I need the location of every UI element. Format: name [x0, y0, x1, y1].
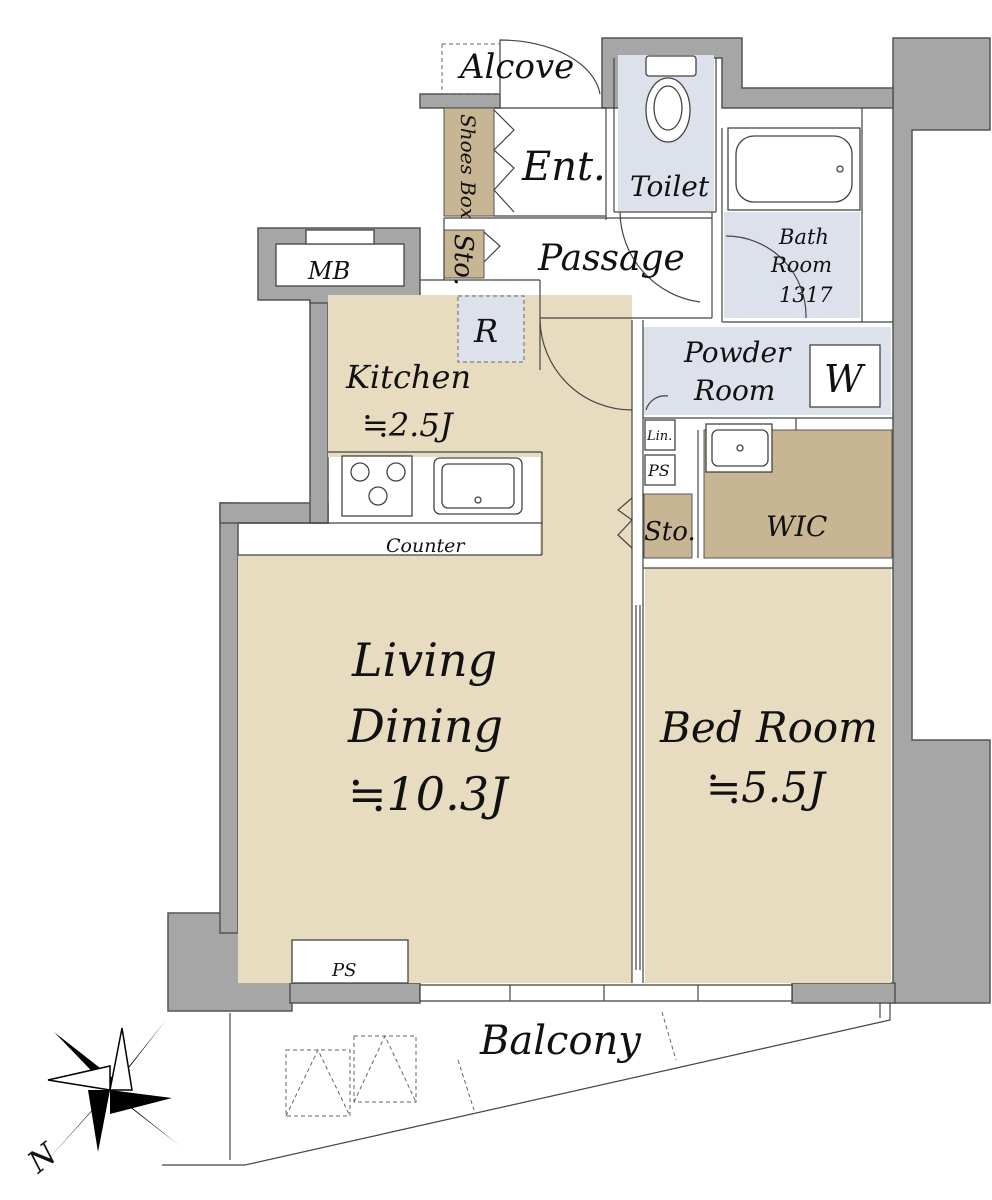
compass-north-label: N	[21, 1136, 65, 1181]
label-bed-room: Bed Room	[659, 703, 878, 752]
label-storage-passage: Sto.	[448, 234, 478, 286]
label-refrigerator: R	[473, 312, 498, 350]
label-living-dining-line2: Dining	[347, 699, 503, 753]
label-wic: WIC	[766, 510, 827, 543]
label-linen: Lin.	[646, 429, 672, 444]
label-kitchen-size: ≒2.5J	[362, 406, 455, 444]
label-mb: MB	[307, 257, 350, 285]
label-pipe-space-upper: PS	[647, 461, 670, 480]
ac-units	[285, 1011, 677, 1117]
label-bath-room-size: 1317	[779, 283, 833, 307]
stove	[341, 455, 413, 517]
pipe-space-upper-box	[644, 454, 676, 486]
mb-vent	[305, 229, 375, 245]
interior-walls	[162, 58, 893, 1166]
label-living-dining-line1: Living	[351, 633, 497, 687]
linen-cabinet	[644, 419, 676, 451]
label-shoes-box: Shoes Box	[456, 114, 480, 219]
compass-rose: N	[21, 1020, 180, 1181]
label-bath-room-line1: Bath	[778, 225, 829, 249]
label-powder-room-line2: Room	[693, 374, 775, 407]
label-living-dining-size: ≒10.3J	[348, 767, 510, 821]
label-bed-room-size: ≒5.5J	[706, 763, 827, 812]
label-entrance: Ent.	[521, 144, 606, 190]
label-kitchen: Kitchen	[345, 358, 471, 396]
bathtub	[727, 127, 861, 211]
label-counter: Counter	[386, 535, 466, 557]
label-washer: W	[824, 357, 866, 401]
label-toilet: Toilet	[630, 170, 710, 203]
kitchen-sink	[433, 457, 523, 515]
washer-pan	[809, 344, 881, 408]
label-passage: Passage	[537, 238, 685, 279]
mb-box	[275, 243, 405, 287]
washbasin	[705, 423, 773, 473]
label-balcony: Balcony	[479, 1018, 642, 1064]
label-storage-bedroom: Sto.	[644, 517, 696, 547]
label-bath-room-line2: Room	[770, 253, 832, 277]
label-pipe-space-lower: PS	[331, 960, 356, 981]
room-labels: Alcove Shoes Box Ent. Toilet Bath Room 1…	[307, 47, 878, 1064]
floors	[238, 55, 893, 983]
toilet-fixture	[645, 55, 697, 143]
label-alcove: Alcove	[457, 47, 574, 87]
door-swings	[483, 39, 807, 549]
label-powder-room-line1: Powder	[683, 336, 792, 369]
